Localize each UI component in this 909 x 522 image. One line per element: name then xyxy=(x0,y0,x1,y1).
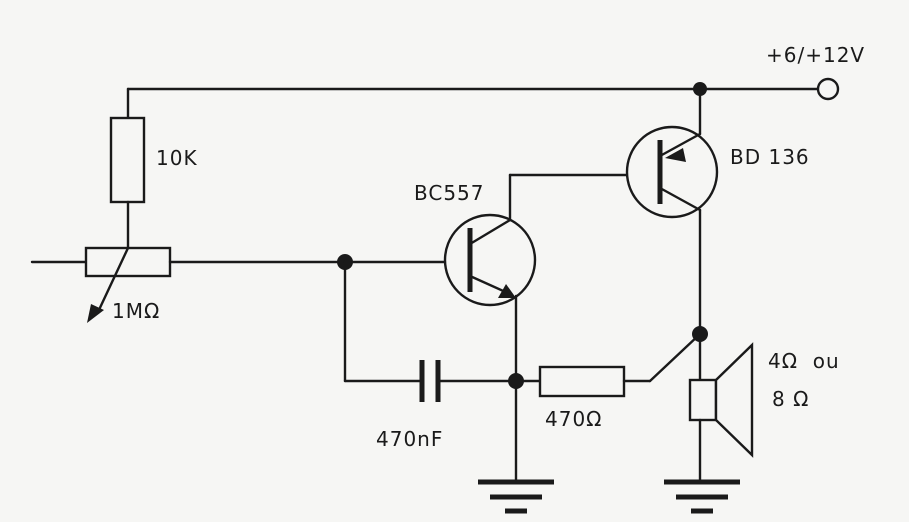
speaker xyxy=(688,326,754,482)
resistor-470 xyxy=(508,332,702,398)
supply-rail xyxy=(126,77,840,101)
resistor-10k-label: 10K xyxy=(156,146,198,170)
bc557-label: BC557 xyxy=(414,181,485,205)
resistor-10k xyxy=(109,87,146,250)
capacitor-label: 470nF xyxy=(376,427,443,451)
ground-right xyxy=(664,479,740,514)
capacitor-470nf xyxy=(419,360,518,402)
supply-terminal xyxy=(816,77,840,101)
transistor-bc557 xyxy=(443,173,662,482)
ground-left xyxy=(478,479,554,514)
potentiometer-1m xyxy=(30,246,347,323)
speaker-label-2: 8 Ω xyxy=(772,387,809,411)
pot-label: 1MΩ xyxy=(112,299,160,323)
speaker-label-1: 4Ω ou xyxy=(768,349,840,373)
supply-label: +6/+12V xyxy=(766,43,865,67)
input-node xyxy=(337,254,472,383)
bd136-label: BD 136 xyxy=(730,145,810,169)
transistor-bd136 xyxy=(625,87,719,336)
resistor-470-label: 470Ω xyxy=(545,407,602,431)
